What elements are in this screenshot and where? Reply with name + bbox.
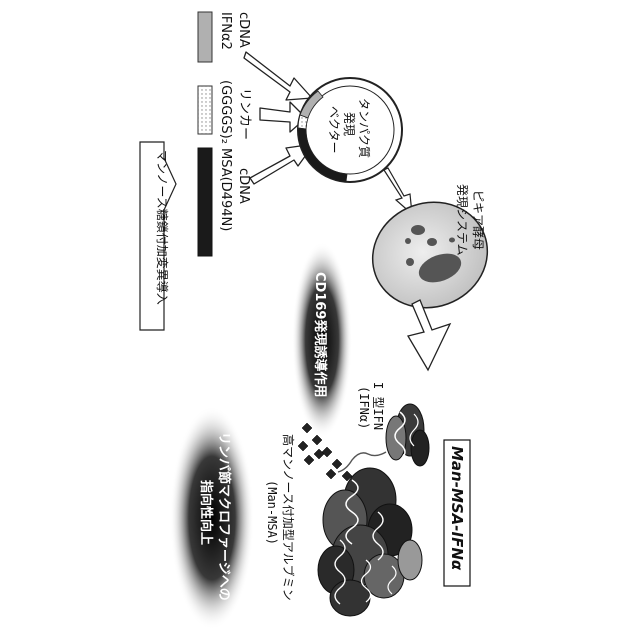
lymph-label-2: 指向性向上 (198, 480, 214, 545)
man-msa-label-2: (Man-MSA) (265, 480, 279, 545)
product-label: Man-MSA-IFNα (448, 446, 466, 571)
lymph-label-1: リンパ節マクロファージへの (216, 432, 232, 601)
vector-linker-segment (298, 115, 308, 129)
albumin-helices (318, 468, 422, 616)
vector-line1: タンパク質 (357, 98, 372, 158)
ifn-cdna-bar (198, 12, 212, 62)
yeast-line2: 発現システム (455, 184, 469, 256)
linker-bar (198, 86, 212, 134)
arrow-yeast-to-product (408, 300, 450, 370)
yeast-spot (405, 238, 411, 244)
ifn-name-label: IFNα2 (218, 12, 233, 50)
cd169-label: CD169発現誘導作用 (312, 272, 328, 397)
ifn-type-label: I 型IFN (371, 382, 385, 430)
ifn-alpha-label: (IFNα) (357, 386, 371, 429)
linker-unit-label: リンカー (237, 88, 252, 140)
yeast-spot (449, 238, 455, 243)
yeast-spot (411, 225, 425, 235)
vector-line3: ベクター (327, 106, 341, 154)
yeast-spot (406, 258, 414, 266)
arrow-ifn-to-vector (244, 52, 312, 100)
protein-structure-illustration (298, 404, 429, 616)
callout-label: マンノース糖鎖付加変異導入 (155, 150, 170, 305)
yeast-spot (427, 238, 437, 246)
msa-unit-label: cDNA (236, 168, 251, 204)
man-msa-label-1: 高マンノース付加型アルブミン (281, 434, 296, 601)
linker-name-label: (GGGGS)₂ (218, 80, 233, 144)
msa-cdna-bar (198, 148, 212, 256)
ifn-unit-label: cDNA (236, 12, 251, 48)
yeast-line1: ピキア酵母 (471, 190, 485, 250)
ifn-helices (386, 404, 429, 466)
msa-name-label: MSA(D494N) (218, 148, 233, 231)
vector-line2: 発現 (342, 112, 356, 136)
